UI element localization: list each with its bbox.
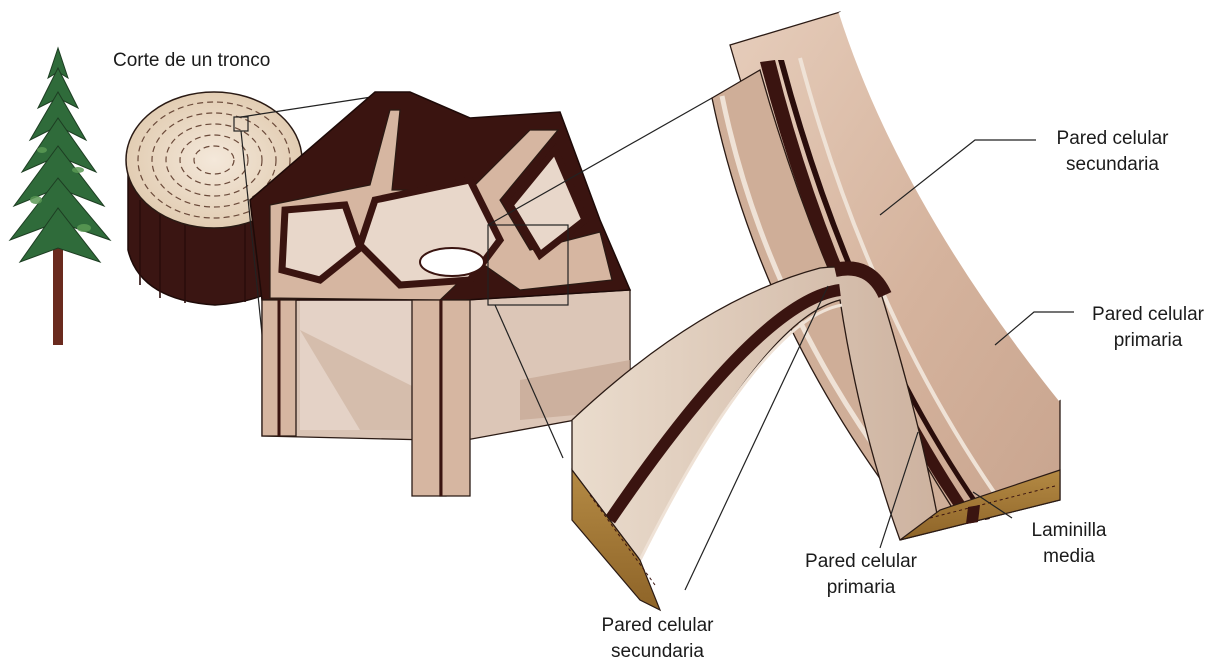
pine-tree-illustration <box>10 48 110 345</box>
label-trunk-section: Corte de un tronco <box>113 48 270 74</box>
label-line: secundaria <box>1040 152 1185 178</box>
label-line: Pared celular <box>585 613 730 639</box>
label-line: primaria <box>1078 328 1218 354</box>
label-line: secundaria <box>585 639 730 662</box>
label-line: media <box>1010 544 1128 570</box>
label-line: Pared celular <box>790 549 932 575</box>
label-line: Laminilla <box>1010 518 1128 544</box>
label-middle-lamella: Laminilla media <box>1010 518 1128 570</box>
label-line: primaria <box>790 575 932 601</box>
label-secondary-wall-bottom: Pared celular secundaria <box>585 613 730 662</box>
label-primary-wall-right: Pared celular primaria <box>1078 302 1218 354</box>
label-secondary-wall-top: Pared celular secundaria <box>1040 126 1185 178</box>
label-line: Pared celular <box>1040 126 1185 152</box>
tree-foliage <box>10 48 110 262</box>
cell-opening <box>420 248 484 276</box>
label-primary-wall-bottom: Pared celular primaria <box>790 549 932 601</box>
label-line: Pared celular <box>1078 302 1218 328</box>
